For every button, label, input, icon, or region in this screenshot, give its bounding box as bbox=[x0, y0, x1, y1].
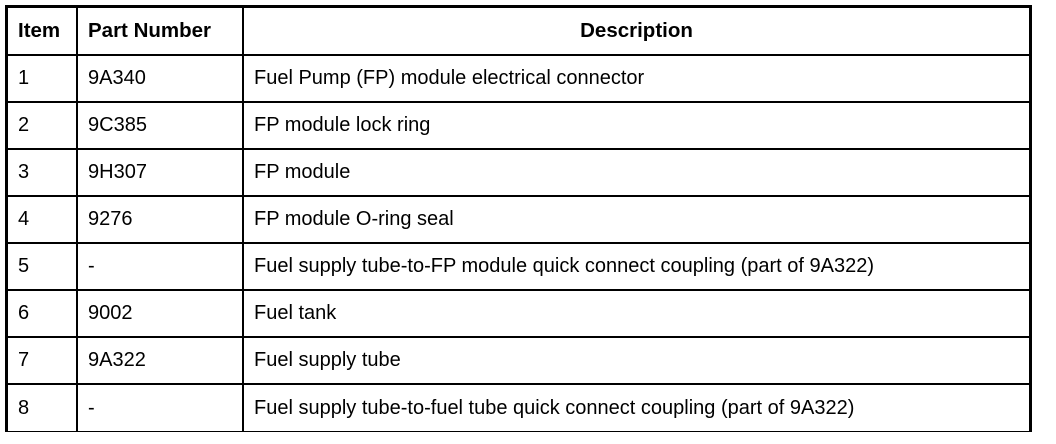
table-row: 1 9A340 Fuel Pump (FP) module electrical… bbox=[8, 55, 1029, 103]
cell-item: 2 bbox=[8, 102, 78, 150]
cell-item: 3 bbox=[8, 149, 78, 197]
table-row: 7 9A322 Fuel supply tube bbox=[8, 337, 1029, 385]
cell-description: Fuel tank bbox=[243, 290, 1029, 338]
table-row: 6 9002 Fuel tank bbox=[8, 290, 1029, 338]
cell-item: 4 bbox=[8, 196, 78, 244]
parts-table-container: Item Part Number Description 1 9A340 Fue… bbox=[5, 5, 1032, 432]
table-header: Item Part Number Description bbox=[8, 8, 1029, 56]
column-header-item: Item bbox=[8, 8, 78, 56]
cell-item: 1 bbox=[8, 55, 78, 103]
cell-item: 8 bbox=[8, 384, 78, 431]
cell-part-number: 9H307 bbox=[77, 149, 244, 197]
cell-description: FP module lock ring bbox=[243, 102, 1029, 150]
table-row: 3 9H307 FP module bbox=[8, 149, 1029, 197]
table-row: 4 9276 FP module O-ring seal bbox=[8, 196, 1029, 244]
cell-item: 7 bbox=[8, 337, 78, 385]
column-header-description: Description bbox=[243, 8, 1029, 56]
cell-description: FP module O-ring seal bbox=[243, 196, 1029, 244]
cell-part-number: - bbox=[77, 243, 244, 291]
table-row: 5 - Fuel supply tube-to-FP module quick … bbox=[8, 243, 1029, 291]
cell-part-number: 9276 bbox=[77, 196, 244, 244]
cell-description: Fuel supply tube-to-fuel tube quick conn… bbox=[254, 396, 855, 419]
cell-part-number: 9002 bbox=[77, 290, 244, 338]
cell-part-number: - bbox=[77, 384, 244, 431]
table-row: 8 - Fuel supply tube-to-fuel tube quick … bbox=[8, 384, 1029, 431]
cell-description: Fuel supply tube-to-FP module quick conn… bbox=[243, 243, 1029, 291]
cell-item: 5 bbox=[8, 243, 78, 291]
cell-item: 6 bbox=[8, 290, 78, 338]
cell-part-number: 9A322 bbox=[77, 337, 244, 385]
table-row: 2 9C385 FP module lock ring bbox=[8, 102, 1029, 150]
column-header-part-number: Part Number bbox=[77, 8, 244, 56]
cell-description: Fuel supply tube bbox=[243, 337, 1029, 385]
table-header-row: Item Part Number Description bbox=[8, 8, 1029, 56]
table-body: 1 9A340 Fuel Pump (FP) module electrical… bbox=[8, 55, 1029, 431]
cell-part-number: 9A340 bbox=[77, 55, 244, 103]
cell-description: FP module bbox=[243, 149, 1029, 197]
cell-part-number: 9C385 bbox=[77, 102, 244, 150]
cell-description: Fuel Pump (FP) module electrical connect… bbox=[243, 55, 1029, 103]
parts-table: Item Part Number Description 1 9A340 Fue… bbox=[8, 8, 1029, 431]
